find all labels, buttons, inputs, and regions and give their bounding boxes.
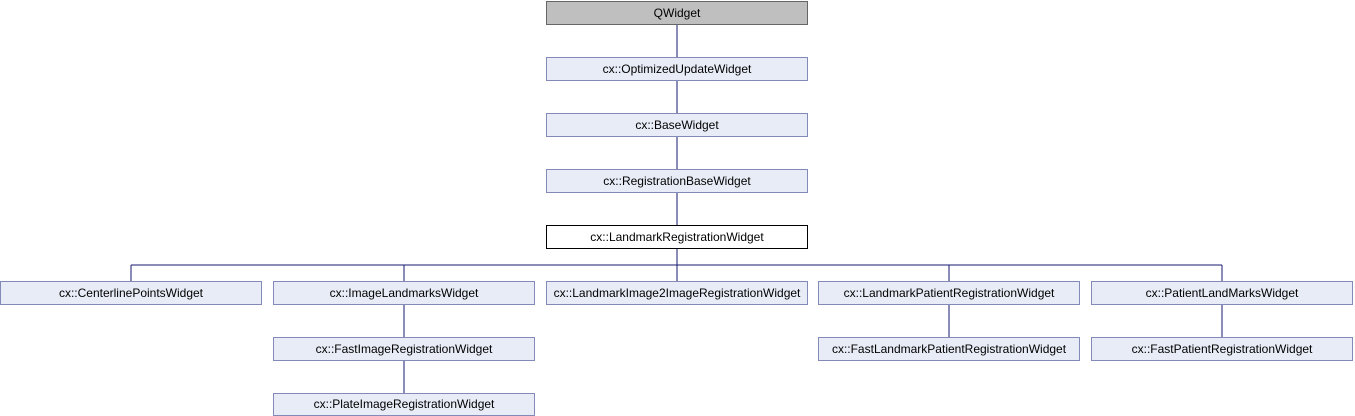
node-landmark-patient-registration-widget[interactable]: cx::LandmarkPatientRegistrationWidget [818, 281, 1080, 305]
node-image-landmarks-widget[interactable]: cx::ImageLandmarksWidget [273, 281, 535, 305]
node-patient-landmarks-widget[interactable]: cx::PatientLandMarksWidget [1091, 281, 1353, 305]
node-qwidget: QWidget [546, 1, 808, 25]
node-base-widget[interactable]: cx::BaseWidget [546, 113, 808, 137]
node-fast-patient-registration-widget[interactable]: cx::FastPatientRegistrationWidget [1091, 337, 1353, 361]
node-optimized-update-widget[interactable]: cx::OptimizedUpdateWidget [546, 57, 808, 81]
node-fast-landmark-patient-registration-widget[interactable]: cx::FastLandmarkPatientRegistrationWidge… [818, 337, 1080, 361]
node-fast-image-registration-widget[interactable]: cx::FastImageRegistrationWidget [273, 337, 535, 361]
node-centerline-points-widget[interactable]: cx::CenterlinePointsWidget [0, 281, 262, 305]
node-registration-base-widget[interactable]: cx::RegistrationBaseWidget [546, 169, 808, 193]
node-landmark-registration-widget: cx::LandmarkRegistrationWidget [546, 225, 808, 249]
node-landmark-image2image-registration-widget[interactable]: cx::LandmarkImage2ImageRegistrationWidge… [546, 281, 808, 305]
node-plate-image-registration-widget[interactable]: cx::PlateImageRegistrationWidget [273, 393, 535, 416]
